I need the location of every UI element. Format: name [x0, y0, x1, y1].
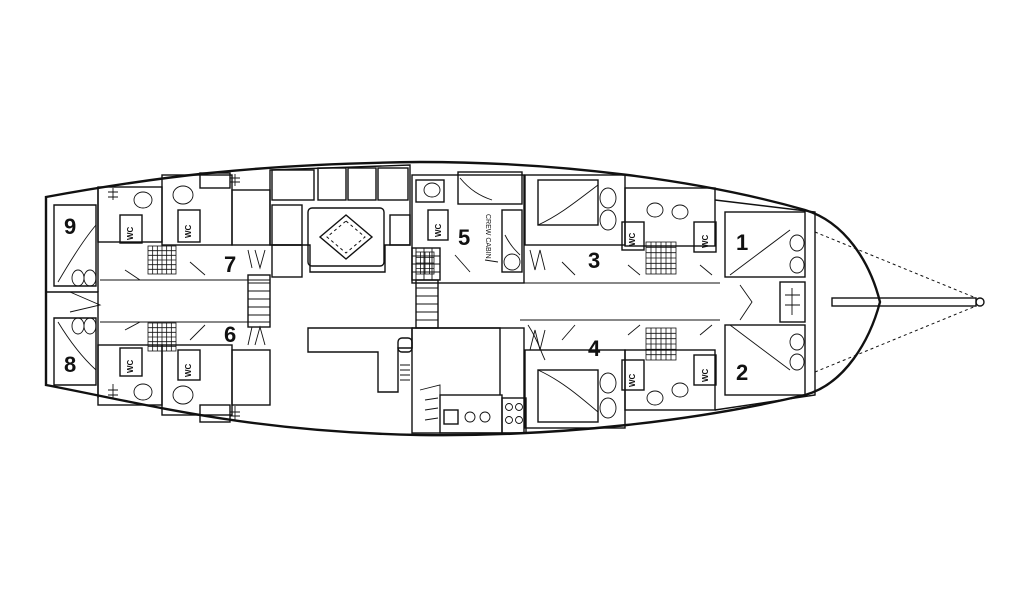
aft-shower-grids: [147, 245, 177, 352]
galley: [411, 324, 546, 434]
bowsprit: [814, 231, 985, 373]
crew-cabin: [411, 171, 525, 284]
wc-labels: WC WC WC WC WC WC WC WC WC: [126, 223, 710, 387]
cabins-6-7: [161, 172, 271, 423]
shower-grid: [645, 327, 677, 361]
cabin-number-8: 8: [64, 352, 76, 377]
cabin-number-2: 2: [736, 360, 748, 385]
cabin-number-7: 7: [224, 252, 236, 277]
forward-bathrooms: [621, 187, 717, 411]
wc-label: WC: [701, 368, 710, 382]
wc-label: WC: [701, 234, 710, 248]
shower-grid: [147, 245, 177, 275]
wc-label: WC: [184, 363, 193, 377]
saloon: [269, 164, 413, 393]
shower-grid: [645, 241, 677, 275]
shower-grid: [147, 322, 177, 352]
cabin-number-5: 5: [458, 225, 470, 250]
cabin-number-1: 1: [736, 230, 748, 255]
wc-label: WC: [628, 232, 637, 246]
wc-label: WC: [434, 223, 443, 237]
shower-grid: [415, 251, 435, 275]
wc-label: WC: [628, 373, 637, 387]
wc-label: WC: [126, 359, 135, 373]
central-corridor: [100, 279, 720, 323]
forward-cabins: [714, 199, 816, 411]
cabins-3-4: [524, 174, 626, 429]
wc-label: WC: [184, 224, 193, 238]
cabin-number-3: 3: [588, 248, 600, 273]
hull-outline: [44, 160, 882, 437]
cabin-number-4: 4: [588, 336, 601, 361]
cabin-number-6: 6: [224, 322, 236, 347]
cabin-number-9: 9: [64, 214, 76, 239]
cabin-labels: 9 8 7 6 5 3 4 1 2: [64, 214, 748, 385]
wc-label: WC: [126, 226, 135, 240]
crew-cabin-label: CREW CABIN: [484, 214, 491, 259]
aft-ladder: [247, 274, 271, 328]
forward-shower-grids: [415, 241, 677, 361]
